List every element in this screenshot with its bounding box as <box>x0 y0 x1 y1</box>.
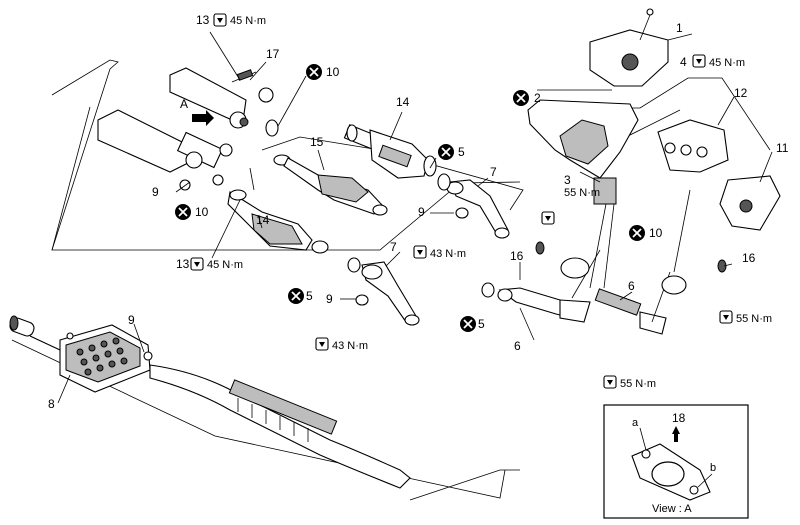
leader-lines <box>57 31 773 404</box>
callout-17: 17 <box>266 47 280 61</box>
callout-14a: 14 <box>396 95 410 109</box>
callout-16b: 16 <box>742 251 756 265</box>
callout-6a: 6 <box>628 279 635 293</box>
front-pipe-6-right <box>594 189 691 335</box>
callout-10c: 10 <box>649 226 663 240</box>
view-a-inset: 18 a b View : A <box>603 404 749 519</box>
callout-3: 3 <box>564 173 571 187</box>
catalytic-converter-15 <box>273 154 388 216</box>
view-a-arrow: A <box>180 97 214 126</box>
callout-7a: 7 <box>490 165 497 179</box>
muffler-pattern <box>76 337 128 376</box>
torque-43a: 43 N·m <box>430 248 466 260</box>
callout-7b: 7 <box>390 240 397 254</box>
callout-12: 12 <box>734 86 748 100</box>
center-pipe-7-upper <box>446 179 510 239</box>
callout-13a: 13 <box>196 13 210 27</box>
callout-9d: 9 <box>128 313 135 327</box>
torque-3: 55 N·m <box>564 187 600 199</box>
view-a-label-b: b <box>710 462 716 474</box>
callout-4: 4 <box>680 55 687 69</box>
main-muffler <box>9 315 411 489</box>
view-a-number: 18 <box>672 411 686 425</box>
center-resonator <box>228 379 338 442</box>
callout-15: 15 <box>310 135 324 149</box>
exhaust-manifold-3 <box>527 99 639 289</box>
torque-13a: 45 N·m <box>230 15 266 27</box>
exhaust-manifold-12 <box>657 119 729 173</box>
torque-labels: 45 N·m 45 N·m 45 N·m 55 N·m 43 N·m 43 N·… <box>207 15 772 390</box>
torque-13b: 45 N·m <box>207 259 243 271</box>
callout-9a: 9 <box>152 185 159 199</box>
arrow-a-label: A <box>180 97 188 111</box>
callout-16a: 16 <box>510 249 524 263</box>
torque-55a: 55 N·m <box>736 313 772 325</box>
heat-shield-1 <box>589 8 669 87</box>
callout-10a: 10 <box>326 65 340 79</box>
callout-8: 8 <box>48 397 55 411</box>
callout-9b: 9 <box>418 205 425 219</box>
callout-labels: 1 2 3 4 5 5 5 5 6 6 7 7 8 9 9 9 9 10 10 … <box>48 13 789 411</box>
callout-1: 1 <box>676 21 683 35</box>
catalytic-converter-14-upper <box>343 124 437 179</box>
view-a-label-a: a <box>632 417 639 429</box>
torque-55b: 55 N·m <box>620 378 656 390</box>
small-gaskets <box>265 119 495 298</box>
callout-5b: 5 <box>306 289 313 303</box>
view-a-title: View : A <box>652 503 692 515</box>
torque-4: 45 N·m <box>709 57 745 69</box>
callout-9c: 9 <box>326 292 333 306</box>
torque-symbols <box>190 13 733 389</box>
catalytic-converter-14-lower <box>227 167 329 254</box>
callout-6b: 6 <box>514 339 521 353</box>
callout-10b: 10 <box>195 205 209 219</box>
callout-13b: 13 <box>176 257 190 271</box>
torque-43b: 43 N·m <box>332 340 368 352</box>
manifold-gasket <box>535 241 727 295</box>
center-pipe-7-lower <box>355 261 420 326</box>
callout-5a: 5 <box>458 145 465 159</box>
callout-14b: 14 <box>256 213 270 227</box>
callout-11: 11 <box>776 141 789 155</box>
callout-5c: 5 <box>478 317 485 331</box>
non-reusable-markers <box>175 64 645 332</box>
callout-2: 2 <box>534 91 541 105</box>
heat-shield-11 <box>719 175 781 231</box>
front-pipe-upper <box>97 67 278 191</box>
